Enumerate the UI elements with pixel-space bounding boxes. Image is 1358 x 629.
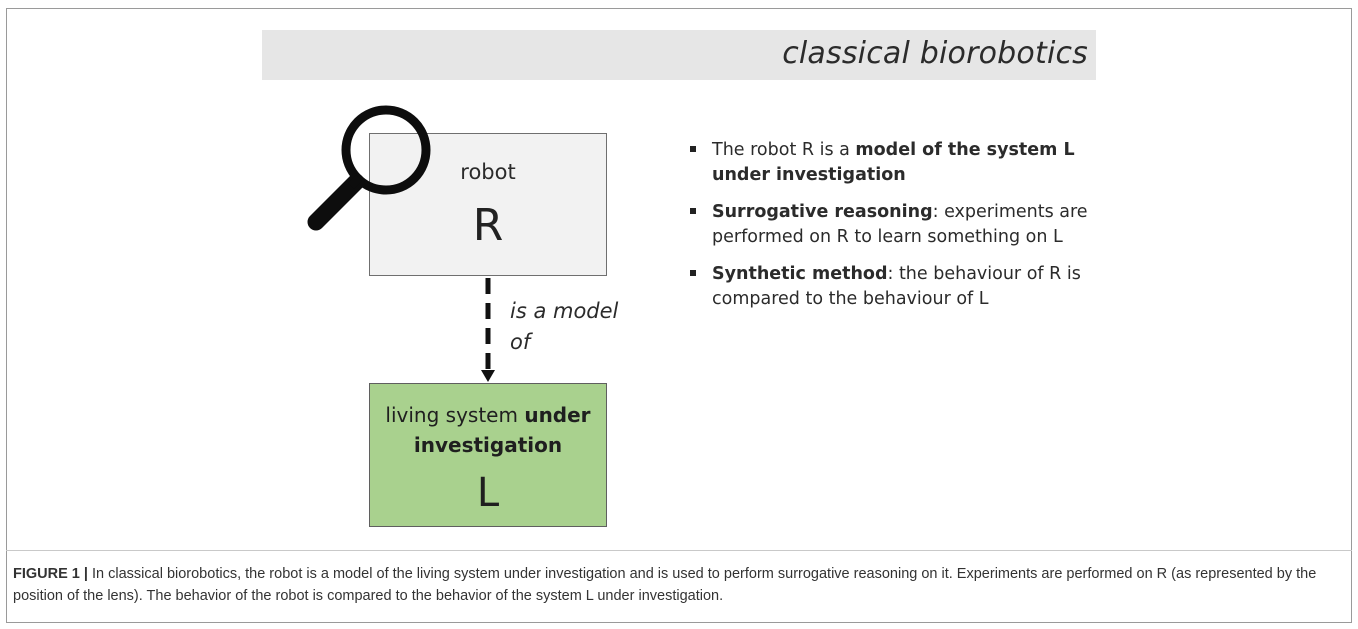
diagram-title: classical biorobotics [782, 36, 1088, 71]
caption-label: FIGURE 1 | [13, 566, 88, 582]
bullet-list: The robot R is a model of the system L u… [688, 138, 1108, 324]
bullet-item: The robot R is a model of the system L u… [688, 138, 1108, 188]
living-text-plain: living system [385, 403, 525, 427]
robot-box: robot R [369, 133, 607, 276]
robot-label: robot [460, 160, 516, 184]
living-letter: L [476, 470, 500, 516]
arrow-label-line1: is a model [510, 299, 619, 323]
bullet-bold: model of the system L under investigatio… [712, 140, 1075, 185]
caption-text: In classical biorobotics, the robot is a… [13, 566, 1317, 604]
bullet-plain-post: : experiments are performed on R to lear… [712, 202, 1088, 247]
caption-divider [6, 550, 1352, 551]
robot-letter: R [472, 200, 504, 251]
title-banner: classical biorobotics [262, 30, 1096, 80]
bullet-plain-pre: The robot R is a [712, 140, 856, 160]
arrow-label-line2: of [510, 330, 531, 354]
figure-caption: FIGURE 1 | In classical biorobotics, the… [13, 563, 1343, 607]
bullet-plain-post: : the behaviour of R is compared to the … [712, 264, 1081, 309]
bullet-bold: Synthetic method [712, 264, 888, 284]
living-text-bold-1: under [524, 403, 591, 427]
bullet-square-icon [690, 270, 696, 276]
magnifying-glass-icon [307, 105, 431, 231]
bullet-square-icon [690, 208, 696, 214]
bullet-square-icon [690, 146, 696, 152]
living-text-bold-2: investigation [413, 433, 563, 457]
dashed-arrow-down-icon [481, 278, 495, 382]
lens-handle [307, 173, 365, 231]
bullet-bold: Surrogative reasoning [712, 202, 933, 222]
lens-neck [347, 174, 363, 190]
bullet-item: Surrogative reasoning: experiments are p… [688, 200, 1108, 250]
living-system-box: living system under investigation L [369, 383, 607, 527]
figure-frame [6, 8, 1352, 623]
bullet-item: Synthetic method: the behaviour of R is … [688, 262, 1108, 312]
arrow-head [481, 370, 495, 382]
arrow-label: is a model of [510, 296, 630, 358]
living-system-text: living system under investigation [370, 400, 606, 460]
lens-ring [341, 105, 431, 195]
